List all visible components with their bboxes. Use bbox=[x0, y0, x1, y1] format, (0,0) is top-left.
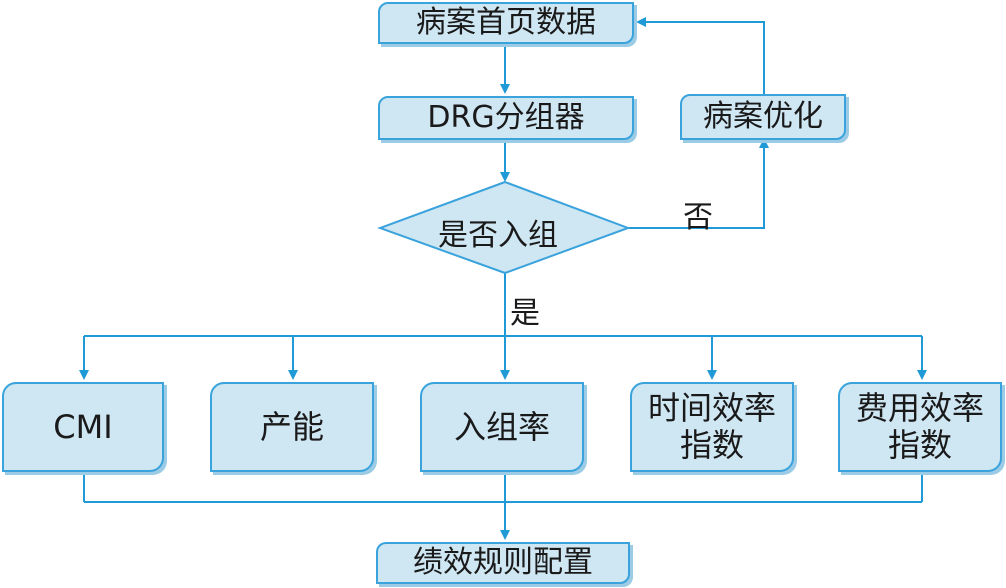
node-time-efficiency: 时间效率 指数 bbox=[630, 382, 794, 472]
node-performance-config-label: 绩效规则配置 bbox=[413, 544, 593, 580]
node-drg-grouper: DRG分组器 bbox=[378, 96, 634, 140]
edge-label-no: 否 bbox=[683, 200, 713, 235]
node-cmi: CMI bbox=[2, 382, 164, 472]
edge-label-yes: 是 bbox=[510, 296, 540, 331]
decision-label: 是否入组 bbox=[438, 218, 558, 253]
node-group-rate-label: 入组率 bbox=[453, 407, 550, 446]
edge-optimize-to-data bbox=[636, 17, 765, 94]
node-case-data: 病案首页数据 bbox=[378, 2, 634, 44]
node-capacity: 产能 bbox=[210, 382, 374, 472]
node-case-optimize: 病案优化 bbox=[680, 94, 846, 140]
node-case-data-label: 病案首页数据 bbox=[416, 4, 596, 40]
node-cmi-label: CMI bbox=[53, 407, 113, 446]
node-capacity-label: 产能 bbox=[259, 407, 324, 446]
node-cost-efficiency: 费用效率 指数 bbox=[838, 382, 1002, 472]
edge-decision-to-optimize bbox=[628, 138, 769, 229]
node-cost-efficiency-label: 费用效率 指数 bbox=[855, 389, 984, 464]
node-case-optimize-label: 病案优化 bbox=[703, 98, 823, 134]
node-time-efficiency-label: 时间效率 指数 bbox=[647, 389, 776, 464]
node-performance-config: 绩效规则配置 bbox=[376, 542, 630, 584]
node-drg-grouper-label: DRG分组器 bbox=[427, 99, 585, 135]
node-group-rate: 入组率 bbox=[420, 382, 584, 472]
decision-diamond bbox=[377, 180, 631, 275]
